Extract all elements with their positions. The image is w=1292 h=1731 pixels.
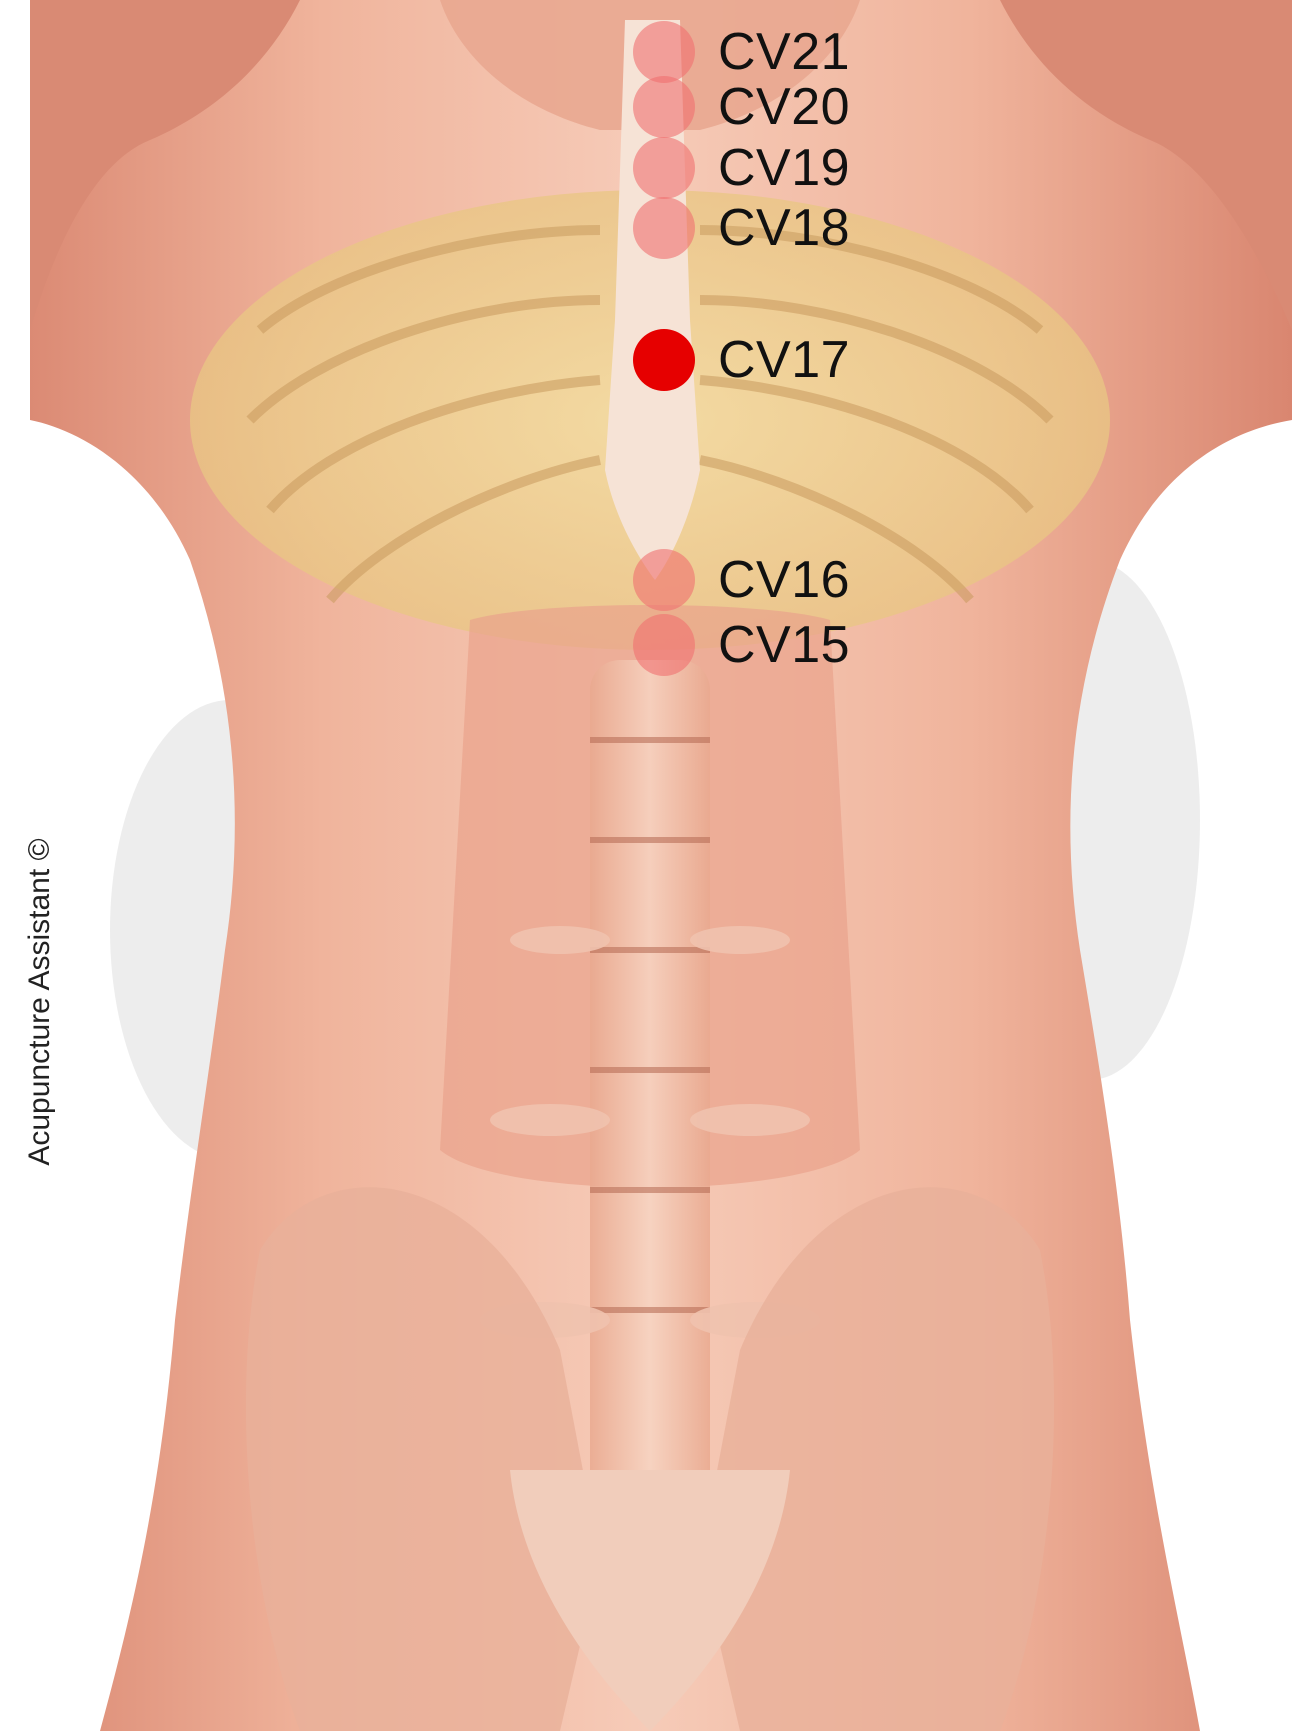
acupoint-label-cv15: CV15 [718, 619, 850, 671]
acupoint-marker-cv20 [633, 76, 695, 138]
acupoint-marker-cv17 [633, 329, 695, 391]
acupoint-label-cv18: CV18 [718, 202, 850, 254]
acupoint-label-cv20: CV20 [718, 81, 850, 133]
copyright-watermark: Acupuncture Assistant © [18, 782, 62, 1222]
acupoint-label-cv17: CV17 [718, 334, 850, 386]
acupoint-marker-cv21 [633, 21, 695, 83]
acupoint-marker-cv15 [633, 614, 695, 676]
acupoint-label-cv16: CV16 [718, 554, 850, 606]
acupoint-marker-cv18 [633, 197, 695, 259]
acupoint-marker-cv19 [633, 137, 695, 199]
acupoint-label-cv19: CV19 [718, 142, 850, 194]
acupoint-label-cv21: CV21 [718, 26, 850, 78]
acupoint-markers [633, 21, 695, 676]
acupoint-marker-cv16 [633, 549, 695, 611]
